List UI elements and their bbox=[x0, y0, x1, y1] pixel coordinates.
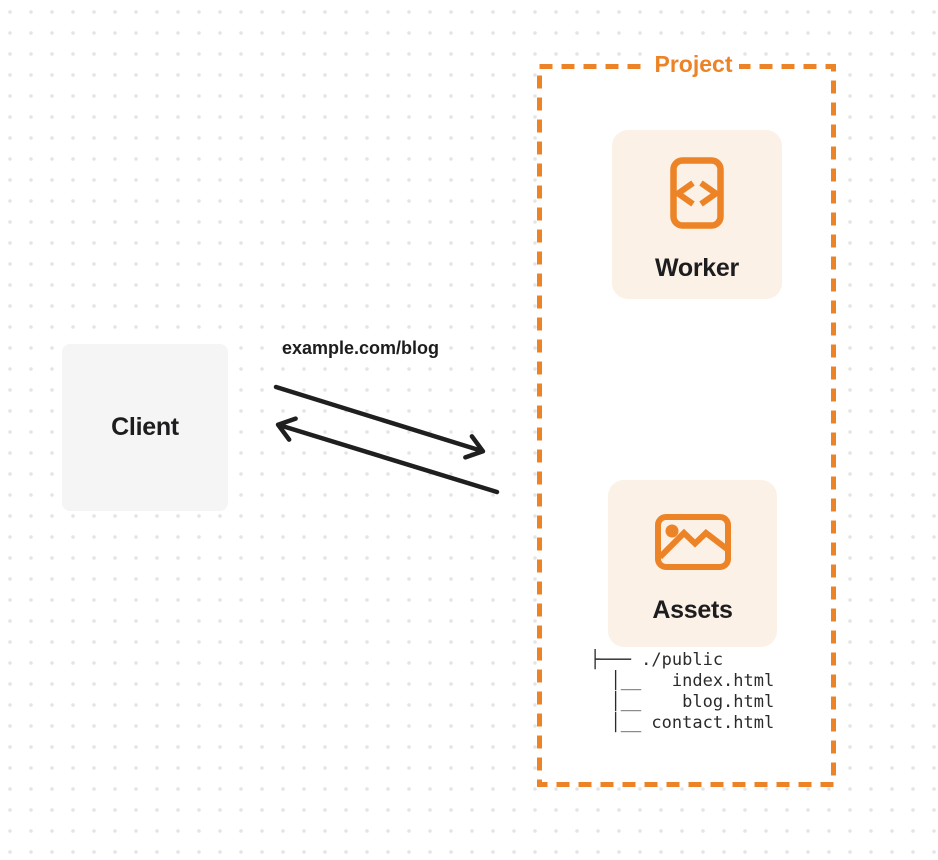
client-label: Client bbox=[111, 413, 179, 441]
assets-file-tree: ├─── ./public │__ index.html │__ blog.ht… bbox=[590, 650, 775, 733]
project-container: Project Worker Assets ├─── ./public │__ … bbox=[537, 51, 836, 787]
client-node: Client bbox=[62, 344, 228, 511]
assets-label: Assets bbox=[652, 596, 733, 624]
project-label: Project bbox=[647, 51, 740, 77]
image-icon bbox=[654, 514, 731, 570]
worker-label: Worker bbox=[655, 254, 739, 282]
request-arrow bbox=[273, 384, 486, 460]
request-url-label: example.com/blog bbox=[282, 338, 440, 358]
code-file-icon bbox=[670, 157, 724, 229]
worker-node: Worker bbox=[612, 130, 782, 299]
response-arrow bbox=[275, 416, 500, 495]
assets-node: Assets bbox=[608, 480, 777, 647]
